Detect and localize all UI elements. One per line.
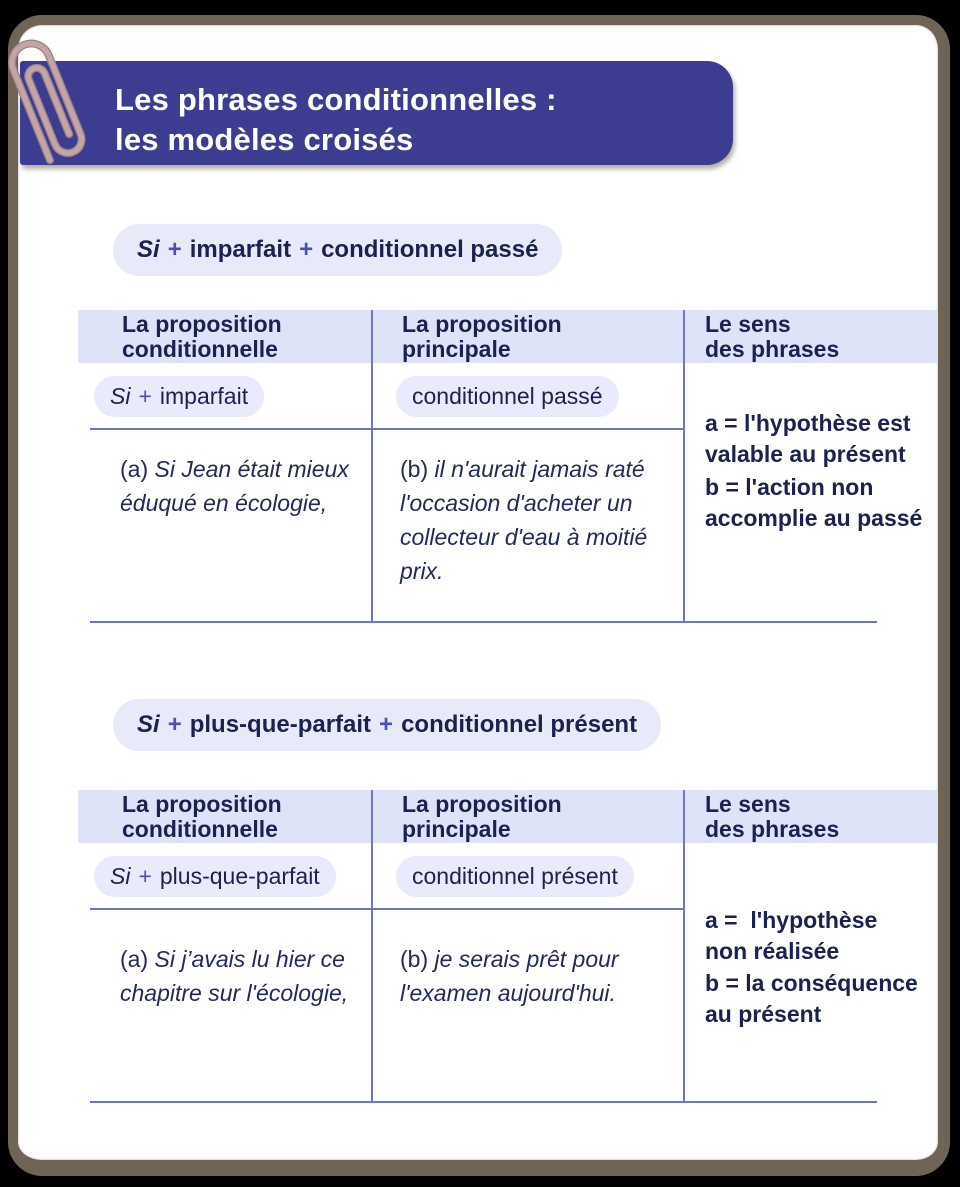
example-cell-b: (b) il n'aurait jamais raté l'occasion d… <box>400 452 700 588</box>
plus-sign: + <box>167 711 182 738</box>
sense-cell-a: a = l'hypothèse est valable au présent <box>705 410 911 467</box>
example-text: Si j’avais lu hier ce chapitre sur l'éco… <box>120 946 349 1006</box>
row-divider-line <box>90 908 683 910</box>
pill-si: Si <box>110 383 131 409</box>
column-divider <box>683 310 685 623</box>
plus-sign: + <box>138 383 152 409</box>
column-divider <box>371 790 373 1103</box>
example-prefix: (a) <box>120 946 155 972</box>
pill-label: imparfait <box>159 383 249 409</box>
tense-pill-main: conditionnel présent <box>396 856 634 897</box>
sense-cell-b: b = la conséquence au présent <box>705 970 918 1027</box>
title-banner: Les phrases conditionnelles : les modèle… <box>20 61 733 165</box>
formula-pill-2: Si + plus-que-parfait + conditionnel pré… <box>113 699 662 751</box>
header-row-background <box>78 310 937 363</box>
conditional-table-2: La proposition conditionnelle La proposi… <box>78 790 937 1105</box>
example-cell-b: (b) je serais prêt pour l'examen aujourd… <box>400 942 700 1010</box>
sense-cell-b: b = l'action non accomplie au passé <box>705 474 923 531</box>
column-header-conditional: La proposition conditionnelle <box>122 791 282 842</box>
column-divider <box>371 310 373 623</box>
tense-pill-main: conditionnel passé <box>396 376 619 417</box>
column-header-main: La proposition principale <box>402 791 562 842</box>
conditional-table-1: La proposition conditionnelle La proposi… <box>78 310 937 625</box>
formula-si: Si <box>137 711 160 738</box>
column-header-main: La proposition principale <box>402 311 562 362</box>
paperclip-icon <box>8 39 86 165</box>
example-text: Si Jean était mieux éduqué en écologie, <box>120 456 349 516</box>
card-frame <box>8 15 950 1176</box>
example-prefix: (b) <box>400 946 435 972</box>
example-cell-a: (a) Si j’avais lu hier ce chapitre sur l… <box>120 942 395 1010</box>
formula-tail: conditionnel présent <box>401 711 638 738</box>
page-title: Les phrases conditionnelles : les modèle… <box>115 82 557 157</box>
plus-sign: + <box>299 236 314 263</box>
sense-cell-a: a = l'hypothèse non réalisée <box>705 907 878 964</box>
plus-sign: + <box>379 711 394 738</box>
formula-si: Si <box>137 236 160 263</box>
row-divider-line <box>90 428 683 430</box>
formula-pill-1: Si + imparfait + conditionnel passé <box>113 224 563 276</box>
column-header-sense: Le sens des phrases <box>705 791 840 842</box>
example-prefix: (b) <box>400 456 435 482</box>
formula-tail: conditionnel passé <box>321 236 539 263</box>
formula-middle: imparfait <box>189 236 292 263</box>
plus-sign: + <box>138 863 152 889</box>
table-bottom-line <box>90 621 877 623</box>
tense-pill-conditional: Si + plus-que-parfait <box>94 856 336 897</box>
tense-pill-conditional: Si + imparfait <box>94 376 265 417</box>
formula-middle: plus-que-parfait <box>189 711 372 738</box>
table-bottom-line <box>90 1101 877 1103</box>
example-cell-a: (a) Si Jean était mieux éduqué en écolog… <box>120 452 395 520</box>
example-prefix: (a) <box>120 456 155 482</box>
column-header-sense: Le sens des phrases <box>705 311 840 362</box>
plus-sign: + <box>167 236 182 263</box>
column-divider <box>683 790 685 1103</box>
example-text: je serais prêt pour l'examen aujourd'hui… <box>400 946 619 1006</box>
pill-si: Si <box>110 863 131 889</box>
pill-label: plus-que-parfait <box>159 863 320 889</box>
header-row-background <box>78 790 937 843</box>
example-text: il n'aurait jamais raté l'occasion d'ach… <box>400 456 648 584</box>
column-header-conditional: La proposition conditionnelle <box>122 311 282 362</box>
